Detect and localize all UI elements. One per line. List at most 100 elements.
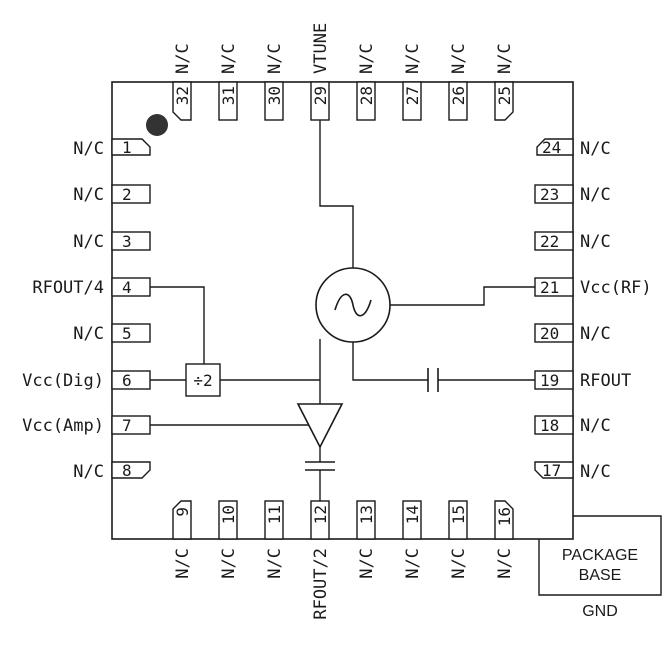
pin-21-number: 21 (540, 278, 559, 297)
pin-12-number: 12 (311, 505, 330, 524)
pin-18-label: N/C (580, 416, 611, 436)
pin-22-label: N/C (580, 232, 611, 252)
pin-6: 6 Vcc(Dig) (22, 370, 151, 391)
pin-15-pad (448, 500, 468, 540)
pin-14-pad (402, 500, 422, 540)
pin-22: 22 N/C (534, 231, 611, 252)
pin-29-number: 29 (311, 86, 330, 105)
pin-27-number: 27 (403, 86, 422, 105)
pin-24: 24 N/C (536, 138, 611, 159)
pin-27: 27 N/C (402, 43, 423, 121)
pin-31-label: N/C (219, 43, 239, 74)
pin1-indicator-dot (146, 114, 168, 136)
pin-23-number: 23 (540, 185, 559, 204)
pin-25-label: N/C (495, 43, 515, 74)
pin-28-label: N/C (357, 43, 377, 74)
pin-19-number: 19 (540, 371, 559, 390)
pin-3-pad (111, 231, 151, 251)
pin-8-label: N/C (73, 462, 104, 482)
pin-12: 12 RFOUT/2 (310, 500, 331, 620)
pin-27-label: N/C (403, 43, 423, 74)
pin-2-pad (111, 184, 151, 204)
pin-16-number: 16 (495, 507, 514, 526)
pin-21-label: Vcc(RF) (580, 278, 652, 298)
pin-11-number: 11 (265, 505, 284, 524)
pin-11-label: N/C (265, 548, 285, 579)
pin-8-number: 8 (122, 461, 132, 480)
pin-16-pad (494, 500, 514, 540)
pin-24-number: 24 (542, 138, 561, 157)
gnd-label: GND (582, 603, 618, 620)
pin-1-pad (111, 138, 151, 156)
package-base-label-line2: BASE (579, 567, 622, 584)
pin-6-number: 6 (122, 371, 132, 390)
pin-20: 20 N/C (534, 323, 611, 344)
pin-6-label: Vcc(Dig) (22, 371, 104, 391)
pin-25-number: 25 (495, 86, 514, 105)
pin-32-number: 32 (173, 86, 192, 105)
pin-32-pad (172, 81, 192, 121)
pin-9-number: 9 (173, 507, 192, 517)
pin-3-label: N/C (73, 232, 104, 252)
pin-14-number: 14 (403, 505, 422, 524)
pin-3-number: 3 (122, 232, 132, 251)
pin-13-label: N/C (357, 548, 377, 579)
divide-by-2-block: ÷2 (185, 363, 221, 397)
pin-18: 18 N/C (534, 415, 611, 436)
sine-wave-icon (334, 293, 372, 317)
pin-13-number: 13 (357, 505, 376, 524)
pin-29: 29 VTUNE (310, 23, 331, 121)
pin-25-pad (494, 81, 514, 121)
pin-12-label: RFOUT/2 (311, 548, 331, 620)
pin-10: 10 N/C (218, 500, 239, 579)
pin-23-pad (534, 184, 574, 204)
pin-11: 11 N/C (264, 500, 285, 579)
pin-1-number: 1 (122, 138, 132, 157)
pin-4-label: RFOUT/4 (32, 278, 104, 298)
pin-26-pad (448, 81, 468, 121)
pin-15-number: 15 (449, 505, 468, 524)
pin-30-number: 30 (265, 86, 284, 105)
divider-label: ÷2 (193, 371, 212, 390)
pin-9: 9 N/C (172, 500, 193, 579)
vco-oscillator (315, 267, 391, 343)
package-outline (111, 81, 574, 540)
pin-14-label: N/C (403, 548, 423, 579)
pin-28-number: 28 (357, 86, 376, 105)
pin-16: 16 N/C (494, 500, 515, 579)
pin-5-number: 5 (122, 324, 132, 343)
pin-30-pad (264, 81, 284, 121)
pin-24-pad (536, 138, 574, 156)
pin-4: 4 RFOUT/4 (32, 277, 151, 298)
pin-2: 2 N/C (73, 184, 151, 205)
pin-9-pad (172, 500, 192, 540)
pin-20-number: 20 (540, 324, 559, 343)
pin-14: 14 N/C (402, 500, 423, 579)
pin-24-label: N/C (580, 139, 611, 159)
pin-11-pad (264, 500, 284, 540)
pin-17-label: N/C (580, 462, 611, 482)
rfout-wire-a (352, 342, 428, 381)
package-base-label-line1: PACKAGE (562, 547, 638, 564)
pin-13-pad (356, 500, 376, 540)
pin-26-label: N/C (449, 43, 469, 74)
pin-28: 28 N/C (356, 43, 377, 121)
pin-26: 26 N/C (448, 43, 469, 121)
pin-18-number: 18 (540, 416, 559, 435)
pin-5-label: N/C (73, 324, 104, 344)
pin-20-label: N/C (580, 324, 611, 344)
pin-19-label: RFOUT (580, 371, 631, 391)
pin-10-pad (218, 500, 238, 540)
pin-31-pad (218, 81, 238, 121)
pin-10-number: 10 (219, 505, 238, 524)
pin-20-pad (534, 323, 574, 343)
pin-31-number: 31 (219, 86, 238, 105)
pin-30: 30 N/C (264, 43, 285, 121)
pin-17-number: 17 (542, 461, 561, 480)
pin-13: 13 N/C (356, 500, 377, 579)
pin-28-pad (356, 81, 376, 121)
pin-22-number: 22 (540, 232, 559, 251)
pin-25: 25 N/C (494, 43, 515, 121)
pin-23-label: N/C (580, 185, 611, 205)
